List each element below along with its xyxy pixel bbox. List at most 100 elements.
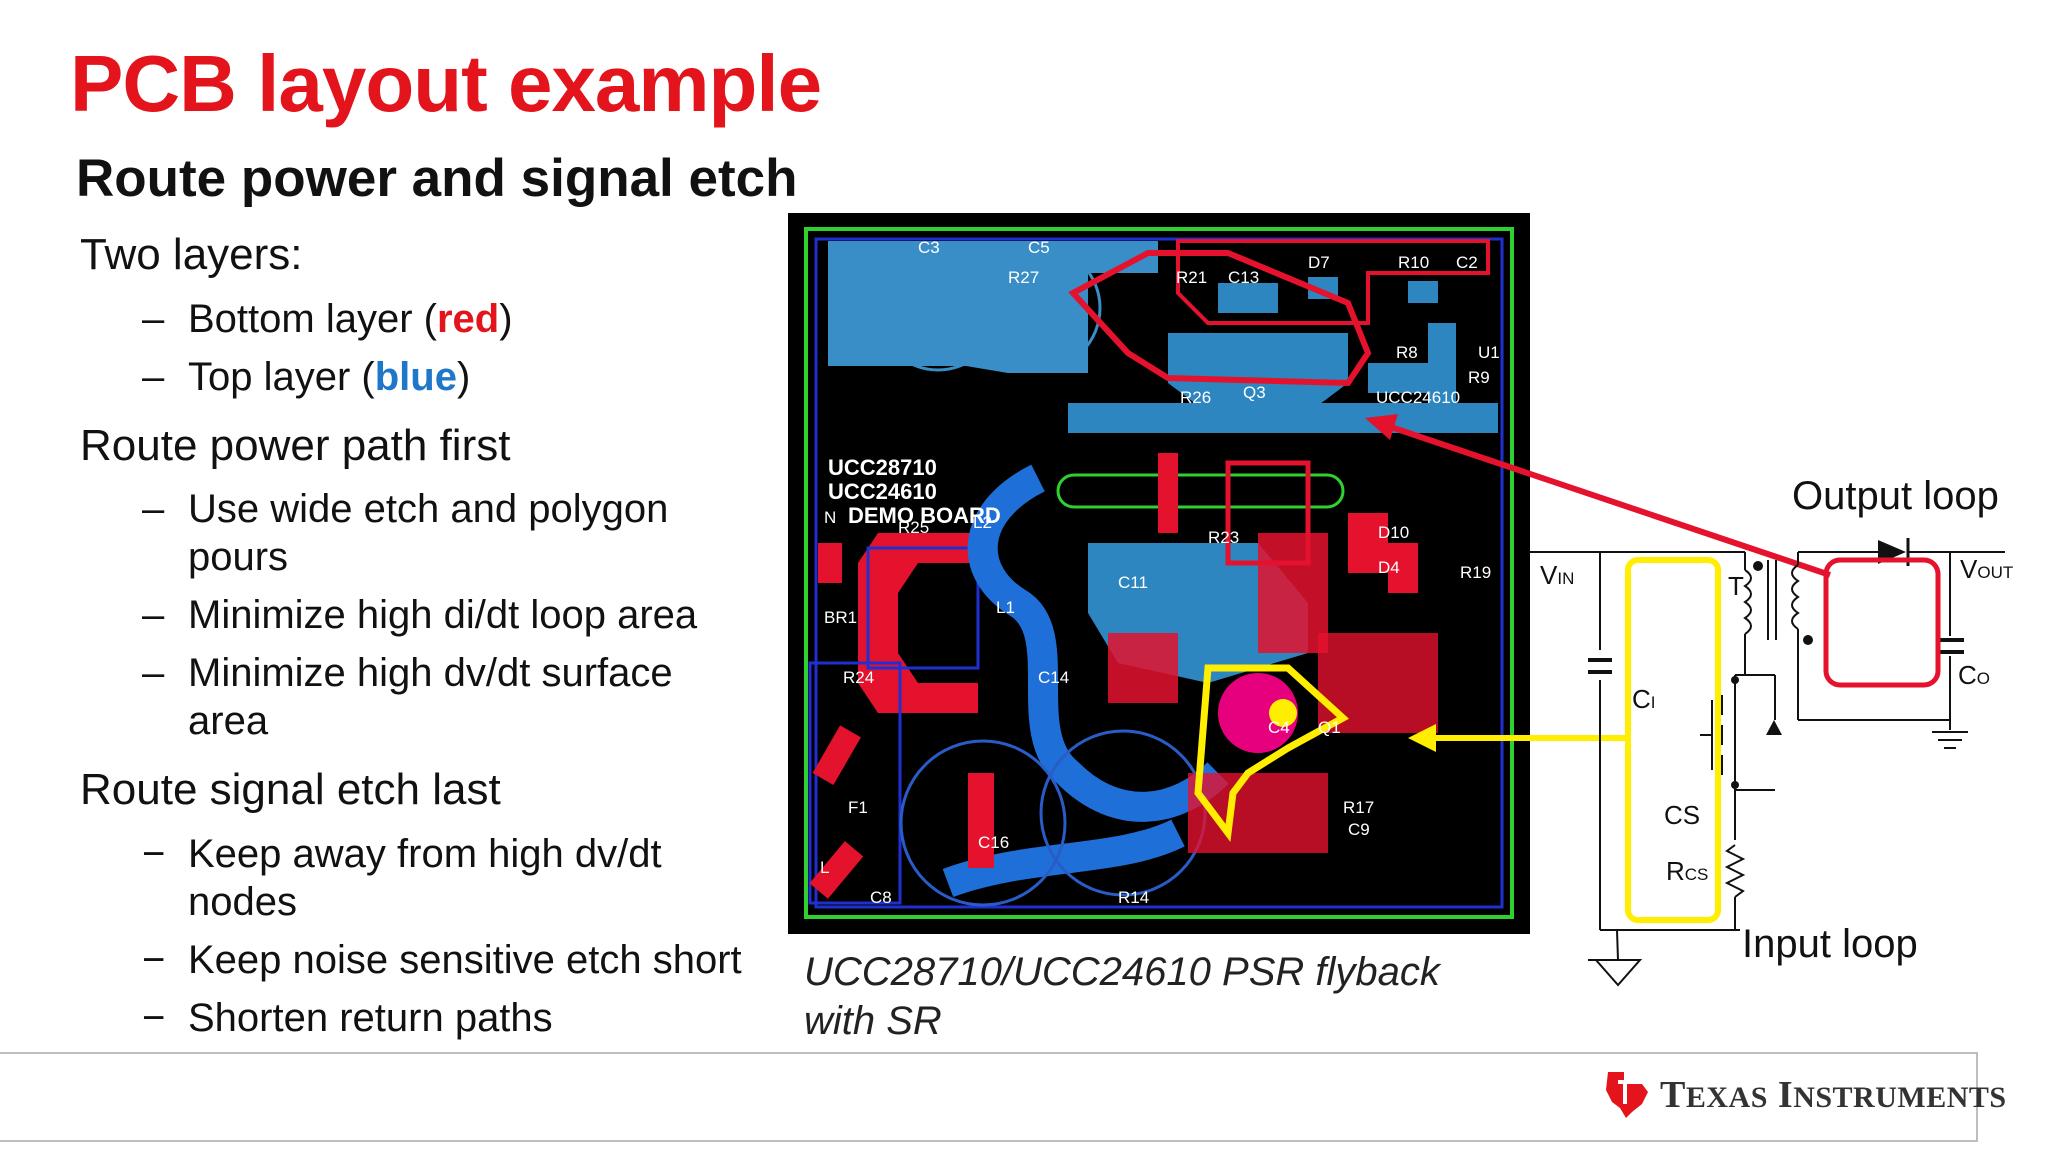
ref-r9: R9 xyxy=(1468,368,1490,387)
blue-keyword: blue xyxy=(374,354,457,399)
ref-c9: C9 xyxy=(1348,820,1370,839)
brand-t: T xyxy=(1660,1074,1686,1116)
dash-marker: – xyxy=(142,296,165,341)
dash-marker: – xyxy=(142,651,165,696)
svg-text:CI: CI xyxy=(1632,684,1656,714)
dash-marker: − xyxy=(142,937,166,982)
bullet-bottom-layer: –Bottom layer (red) xyxy=(80,295,780,343)
dash-marker: – xyxy=(142,593,165,638)
ref-r25: R25 xyxy=(898,518,929,537)
bullet-two-layers: Two layers: xyxy=(80,230,303,279)
output-loop-box xyxy=(1823,557,1941,688)
input-loop-outline xyxy=(1194,664,1349,843)
input-loop-box xyxy=(1625,557,1721,923)
bullet-top-layer: –Top layer (blue) xyxy=(80,353,780,401)
ref-c2: C2 xyxy=(1456,253,1478,272)
ref-d10: D10 xyxy=(1378,523,1409,542)
svg-text:VOUT: VOUT xyxy=(1960,554,2013,584)
ref-l1: L1 xyxy=(996,598,1015,617)
bullet-list: Two layers: –Bottom layer (red) –Top lay… xyxy=(80,230,780,1052)
text-fragment: ) xyxy=(456,354,471,399)
text-fragment: Keep away from high dv/dt xyxy=(188,831,662,876)
ref-r21: R21 xyxy=(1176,268,1207,287)
flyback-schematic: VIN VOUT T CI CO CS RCS xyxy=(1530,538,2013,987)
text-fragment: Use wide etch and polygon xyxy=(188,487,669,532)
ref-d4: D4 xyxy=(1378,558,1400,577)
text-fragment: nodes xyxy=(188,879,297,924)
bullet-route-power: Route power path first xyxy=(80,420,511,470)
footer-bar xyxy=(0,1052,1978,1142)
text-fragment: Shorten return paths xyxy=(188,995,553,1040)
board-silkscreen-1: UCC28710 xyxy=(828,455,937,480)
ref-d7: D7 xyxy=(1308,253,1330,272)
pcb-caption: UCC28710/UCC24610 PSR flyback with SR xyxy=(804,948,1440,1046)
dash-marker: – xyxy=(142,354,165,399)
pcb-layout-image: UCC28710 UCC24610 DEMO BOARD C3 C5 R27 R… xyxy=(788,213,1530,934)
dash-marker: − xyxy=(142,831,166,876)
dash-marker: – xyxy=(142,487,165,532)
vout-label: V xyxy=(1960,554,1978,584)
board-silkscreen-3: DEMO BOARD xyxy=(848,503,1001,528)
slide-subtitle: Route power and signal etch xyxy=(76,149,798,208)
ref-c16: C16 xyxy=(978,833,1009,852)
vin-label: V xyxy=(1540,560,1558,590)
ref-r24: R24 xyxy=(843,668,874,687)
ref-l: L xyxy=(820,858,829,877)
output-loop-label: Output loop xyxy=(1792,474,1999,518)
slide-title: PCB layout example xyxy=(70,39,822,128)
ti-wordmark: TEXAS INSTRUMENTS xyxy=(1660,1073,2007,1117)
top-wide-trace xyxy=(967,464,1229,822)
ref-c13: C13 xyxy=(1228,268,1259,287)
ref-q1: Q1 xyxy=(1318,718,1341,737)
text-fragment: Minimize high di/dt loop area xyxy=(188,593,698,638)
ref-n: N xyxy=(824,508,836,527)
ref-r17: R17 xyxy=(1343,798,1374,817)
input-loop-label: Input loop xyxy=(1742,922,1918,966)
svg-text:VIN: VIN xyxy=(1540,560,1574,590)
ref-f1: F1 xyxy=(848,798,868,817)
vout-sub: OUT xyxy=(1977,563,2013,582)
text-fragment: ) xyxy=(499,296,513,341)
ref-c11: C11 xyxy=(1118,573,1148,592)
ref-ucc24610: UCC24610 xyxy=(1376,388,1460,407)
board-silkscreen-2: UCC24610 xyxy=(828,479,937,504)
ref-r19: R19 xyxy=(1460,563,1491,582)
text-fragment: Bottom layer ( xyxy=(188,296,437,341)
rcs-sub: CS xyxy=(1685,865,1709,884)
ci-label: C xyxy=(1632,684,1651,714)
ref-c4: C4 xyxy=(1268,718,1290,737)
t-label: T xyxy=(1728,571,1744,601)
output-loop-outline xyxy=(1068,250,1372,387)
bullet-shorten: −Shorten return paths xyxy=(80,994,780,1042)
svg-text:RCS: RCS xyxy=(1666,856,1708,886)
text-fragment: pours xyxy=(188,535,289,580)
caption-line-1: UCC28710/UCC24610 PSR flyback xyxy=(804,950,1440,994)
caption-line-2: with SR xyxy=(804,998,942,1043)
ref-c3: C3 xyxy=(918,238,940,257)
brand-nstruments: NSTRUMENTS xyxy=(1793,1081,2007,1114)
vin-sub: IN xyxy=(1557,569,1574,588)
ref-r14: R14 xyxy=(1118,888,1149,907)
ref-c8: C8 xyxy=(870,888,892,907)
rcs-label: R xyxy=(1666,856,1685,886)
text-fragment: Keep noise sensitive etch short xyxy=(188,937,742,982)
cs-label: CS xyxy=(1664,800,1700,830)
ref-r23: R23 xyxy=(1208,528,1239,547)
text-fragment: Top layer ( xyxy=(188,354,375,399)
red-keyword: red xyxy=(436,296,500,341)
text-fragment: Minimize high dv/dt surface xyxy=(188,651,673,696)
text-fragment: area xyxy=(188,699,269,744)
bullet-min-didt: –Minimize high di/dt loop area xyxy=(80,591,780,639)
brand-exas: EXAS xyxy=(1685,1081,1768,1114)
ref-r26: R26 xyxy=(1180,388,1211,407)
svg-text:CO: CO xyxy=(1958,660,1990,690)
ref-l2: L2 xyxy=(973,513,992,532)
dash-marker: − xyxy=(142,995,166,1040)
ref-r8: R8 xyxy=(1396,343,1418,362)
brand-i: I xyxy=(1777,1074,1794,1116)
co-label: C xyxy=(1958,660,1977,690)
co-sub: O xyxy=(1977,669,1990,688)
